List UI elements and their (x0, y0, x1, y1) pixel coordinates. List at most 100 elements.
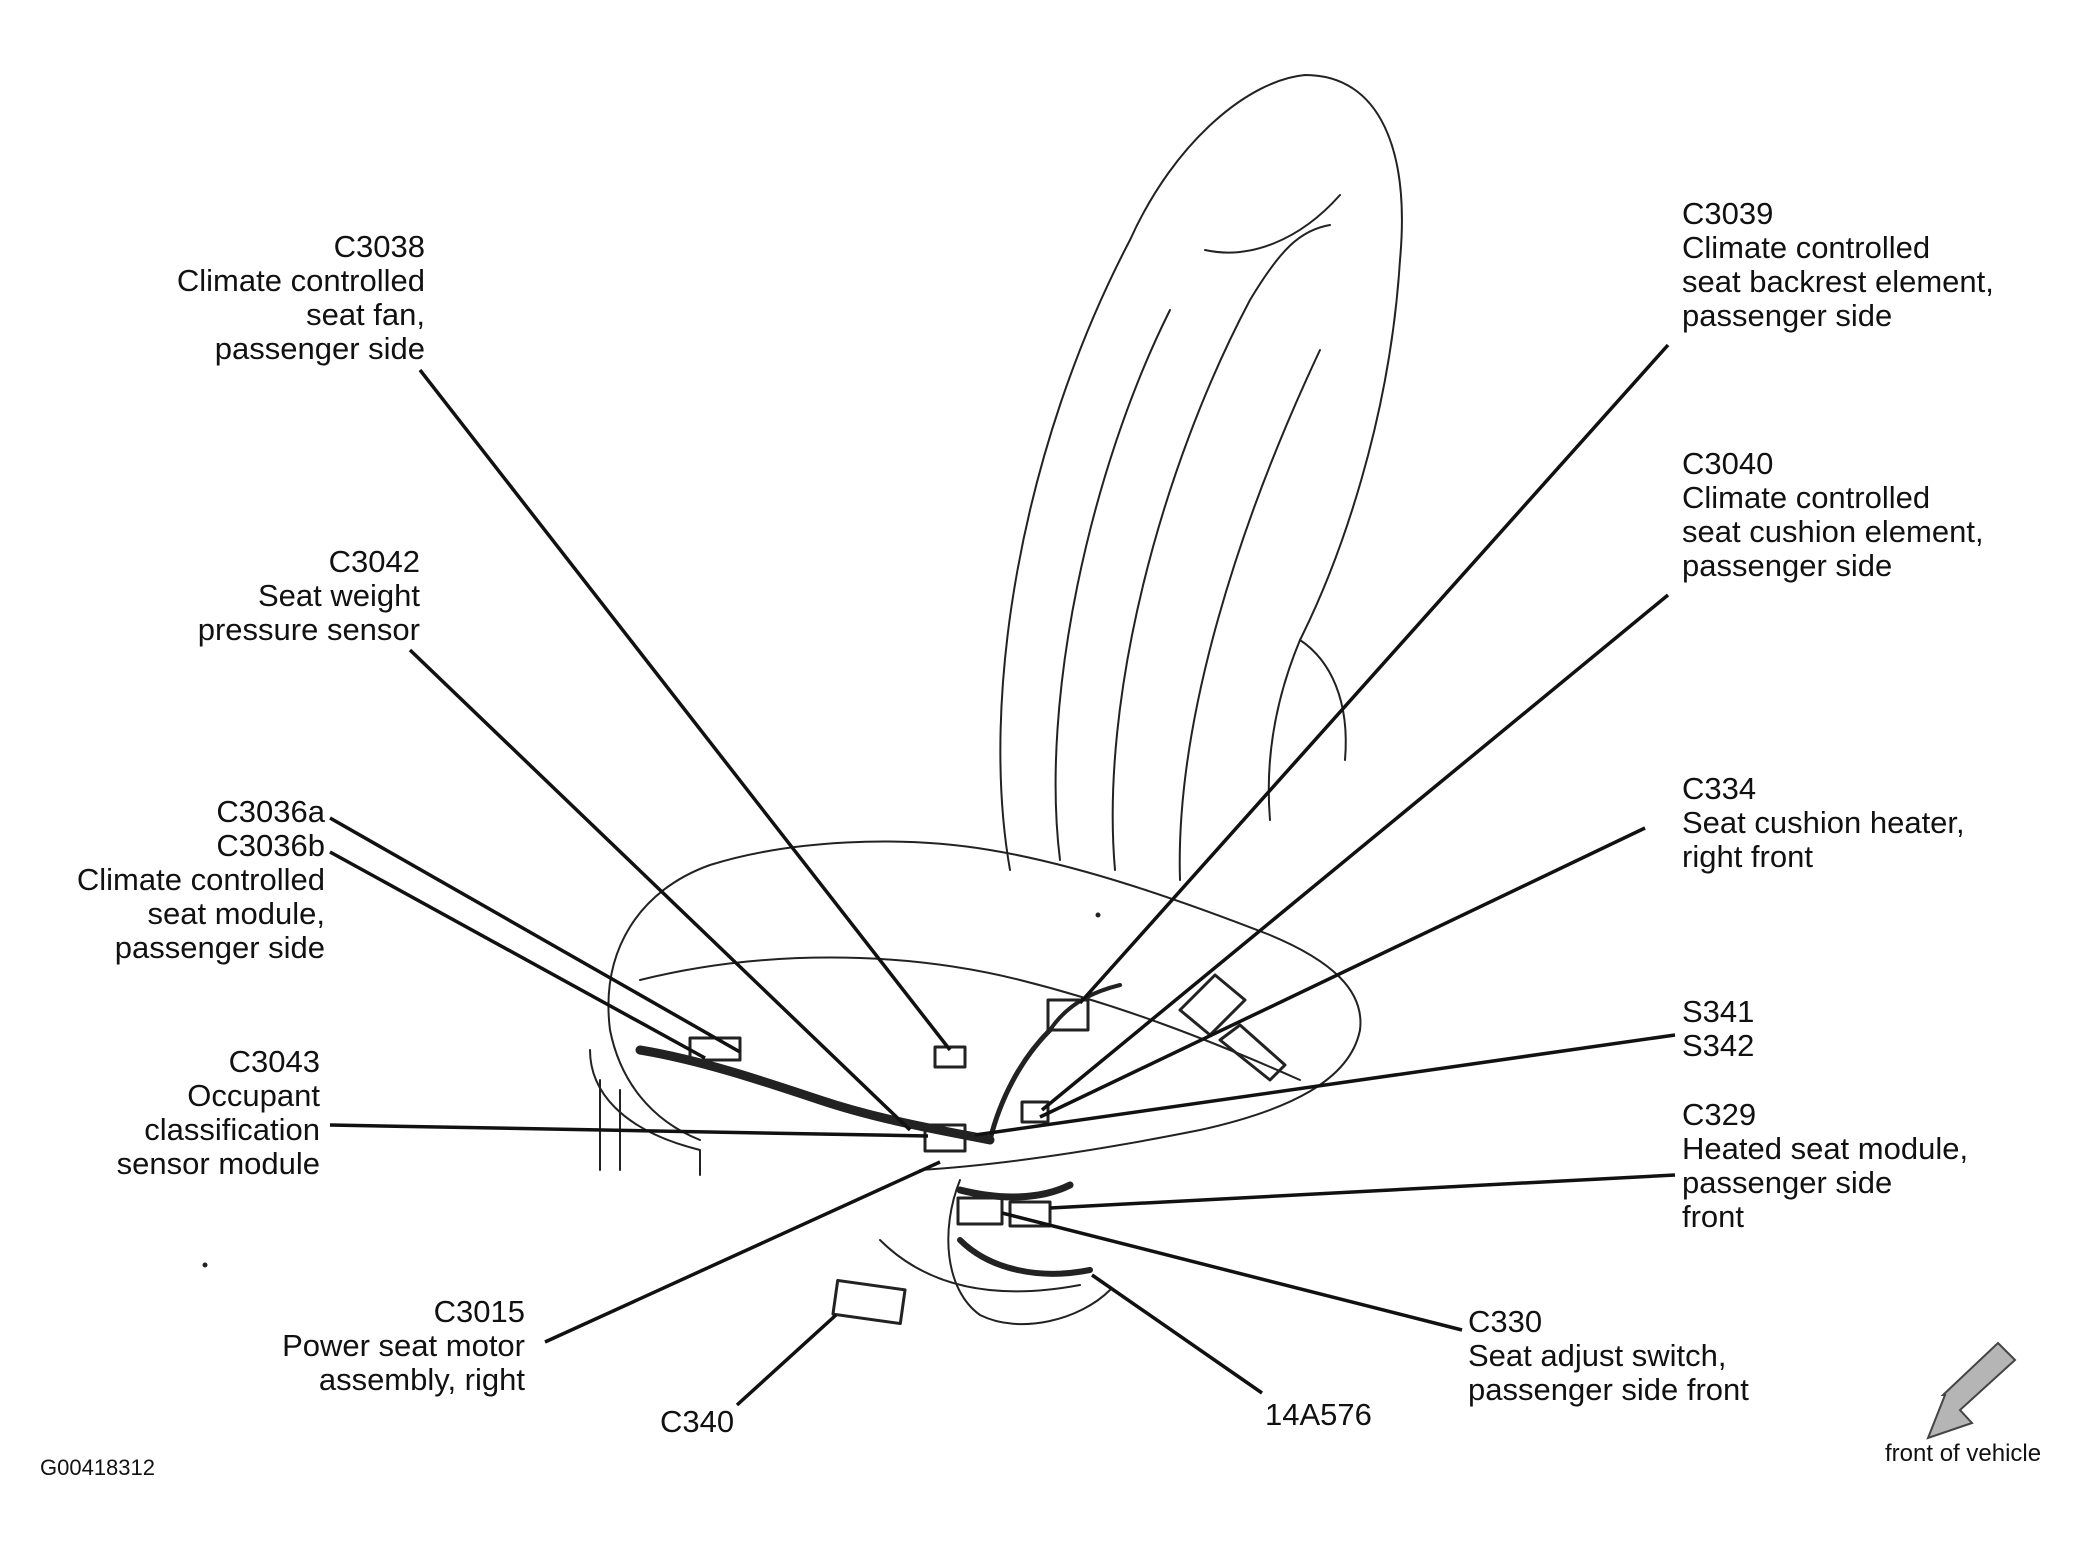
callout-c330-line-2: passenger side front (1468, 1372, 1749, 1407)
callout-c3038-line-2: seat fan, (306, 297, 425, 332)
callout-c340-code: C340 (660, 1404, 735, 1439)
harness-loop (957, 1237, 1093, 1277)
callout-c3043-line-3: sensor module (116, 1146, 320, 1181)
callout-c3038-line-1: Climate controlled (176, 263, 425, 298)
callout-c3036: C3036a C3036b Climate controlled seat mo… (30, 795, 325, 965)
leader-14a576 (1091, 1273, 1263, 1395)
callout-c3040-line-3: passenger side (1682, 548, 1893, 583)
seat-cushion-seam (639, 956, 1301, 1081)
callout-14a576-code: 14A576 (1265, 1397, 1372, 1432)
callout-c3015-code: C3015 (433, 1294, 525, 1329)
dot-2 (202, 1262, 208, 1268)
seat-illustration (202, 74, 1403, 1326)
figure-id: G00418312 (40, 1455, 155, 1480)
callout-c3043-line-1: Occupant (187, 1078, 320, 1113)
callout-c3039-line-2: seat backrest element, (1682, 264, 1994, 299)
callout-c3015-line-2: assembly, right (318, 1362, 525, 1397)
dot-1 (1095, 912, 1101, 918)
leader-c334 (1039, 826, 1646, 1119)
callout-s341: S341 S342 (1682, 995, 1754, 1063)
callout-c329-line-3: front (1682, 1199, 1745, 1234)
callout-c334-code: C334 (1682, 771, 1757, 806)
callout-c3042-line-1: Seat weight (258, 578, 420, 613)
callout-c330-line-1: Seat adjust switch, (1468, 1338, 1727, 1373)
seat-backrest-panel-right (1178, 349, 1321, 881)
arrow-icon (1926, 1341, 2017, 1440)
callout-c3040: C3040 Climate controlled seat cushion el… (1682, 447, 1984, 583)
callout-c3039-line-3: passenger side (1682, 298, 1893, 333)
leader-c3015 (544, 1160, 941, 1344)
callout-c3036b-code: C3036b (216, 828, 325, 863)
callout-c3036-line-2: seat module, (147, 896, 326, 931)
front-of-vehicle-label: front of vehicle (1885, 1440, 2042, 1467)
leader-c330 (1001, 1211, 1463, 1332)
callout-c334-line-1: Seat cushion heater, (1682, 805, 1965, 840)
connector-c340 (831, 1278, 907, 1326)
callout-c3038-code: C3038 (333, 229, 425, 264)
callout-c3036-line-3: passenger side (114, 930, 325, 965)
leader-c3043 (329, 1123, 929, 1138)
callout-c3036-line-1: Climate controlled (76, 862, 325, 897)
callout-c3042-line-2: pressure sensor (197, 612, 420, 647)
callout-14a576: 14A576 (1265, 1398, 1372, 1432)
connector-c3040 (1020, 1100, 1050, 1124)
callout-c3038: C3038 Climate controlled seat fan, passe… (140, 230, 425, 366)
leader-lines (329, 343, 1676, 1407)
front-of-vehicle-arrow (1926, 1341, 2017, 1440)
leader-c340 (735, 1313, 838, 1407)
harness-branch-up (987, 1027, 1053, 1143)
seat-backrest-outline (999, 74, 1403, 871)
callout-s342-code: S342 (1682, 1028, 1755, 1063)
callout-c3038-line-3: passenger side (214, 331, 425, 366)
callout-c329-line-2: passenger side (1682, 1165, 1893, 1200)
seat-cushion-outline (607, 840, 1362, 1171)
seat-belt-webbing (1218, 1023, 1287, 1082)
callout-c3040-code: C3040 (1682, 446, 1774, 481)
harness-lower (956, 1181, 1074, 1201)
callout-c340: C340 (660, 1405, 734, 1439)
callout-c3015: C3015 Power seat motor assembly, right (230, 1295, 525, 1397)
callout-c3043: C3043 Occupant classification sensor mod… (60, 1045, 320, 1181)
callout-c3040-line-1: Climate controlled (1682, 480, 1931, 515)
callout-c3040-line-2: seat cushion element, (1682, 514, 1984, 549)
seat-backrest-top-seam (1204, 194, 1341, 254)
callout-s341-code: S341 (1682, 994, 1755, 1029)
connector-c3038 (933, 1045, 967, 1069)
callout-c330-code: C330 (1468, 1304, 1543, 1339)
leader-c3036b (329, 850, 706, 1060)
seat-backrest-panel-left (1054, 309, 1171, 861)
harness-main (635, 1045, 995, 1145)
callout-c329: C329 Heated seat module, passenger side … (1682, 1098, 1968, 1234)
callout-c334-line-2: right front (1682, 839, 1813, 874)
callout-c329-line-1: Heated seat module, (1682, 1131, 1969, 1166)
seat-belt-buckle (1178, 973, 1247, 1037)
callout-c3042-code: C3042 (328, 544, 420, 579)
callout-c3015-line-1: Power seat motor (282, 1328, 525, 1363)
callout-c3042: C3042 Seat weight pressure sensor (150, 545, 420, 647)
callout-c3036a-code: C3036a (216, 794, 325, 829)
leader-c3039 (1078, 343, 1670, 1005)
leader-c329 (1049, 1173, 1676, 1210)
seat-backrest-side (1299, 639, 1347, 761)
callout-c330: C330 Seat adjust switch, passenger side … (1468, 1305, 1749, 1407)
connector-c3043 (923, 1123, 967, 1153)
callout-c3043-code: C3043 (228, 1044, 320, 1079)
connector-c3039 (1046, 998, 1090, 1032)
callout-c3043-line-2: classification (144, 1112, 320, 1147)
callout-c329-code: C329 (1682, 1097, 1757, 1132)
seat-base-bar (879, 1239, 1081, 1293)
leader-c3040 (1040, 593, 1670, 1112)
callout-c3039-code: C3039 (1682, 196, 1774, 231)
seat-base (947, 1179, 1111, 1326)
connector-c330 (956, 1196, 1004, 1226)
leader-c3036a (329, 816, 741, 1054)
callout-c334: C334 Seat cushion heater, right front (1682, 772, 1965, 874)
leader-c3038 (418, 368, 952, 1052)
leader-s341 (974, 1033, 1676, 1137)
callout-c3039-line-1: Climate controlled (1682, 230, 1931, 265)
seat-side-rail (589, 1049, 701, 1176)
callout-c3039: C3039 Climate controlled seat backrest e… (1682, 197, 1994, 333)
leader-c3042 (408, 648, 912, 1132)
seat-backrest-panel-mid (1111, 224, 1331, 871)
